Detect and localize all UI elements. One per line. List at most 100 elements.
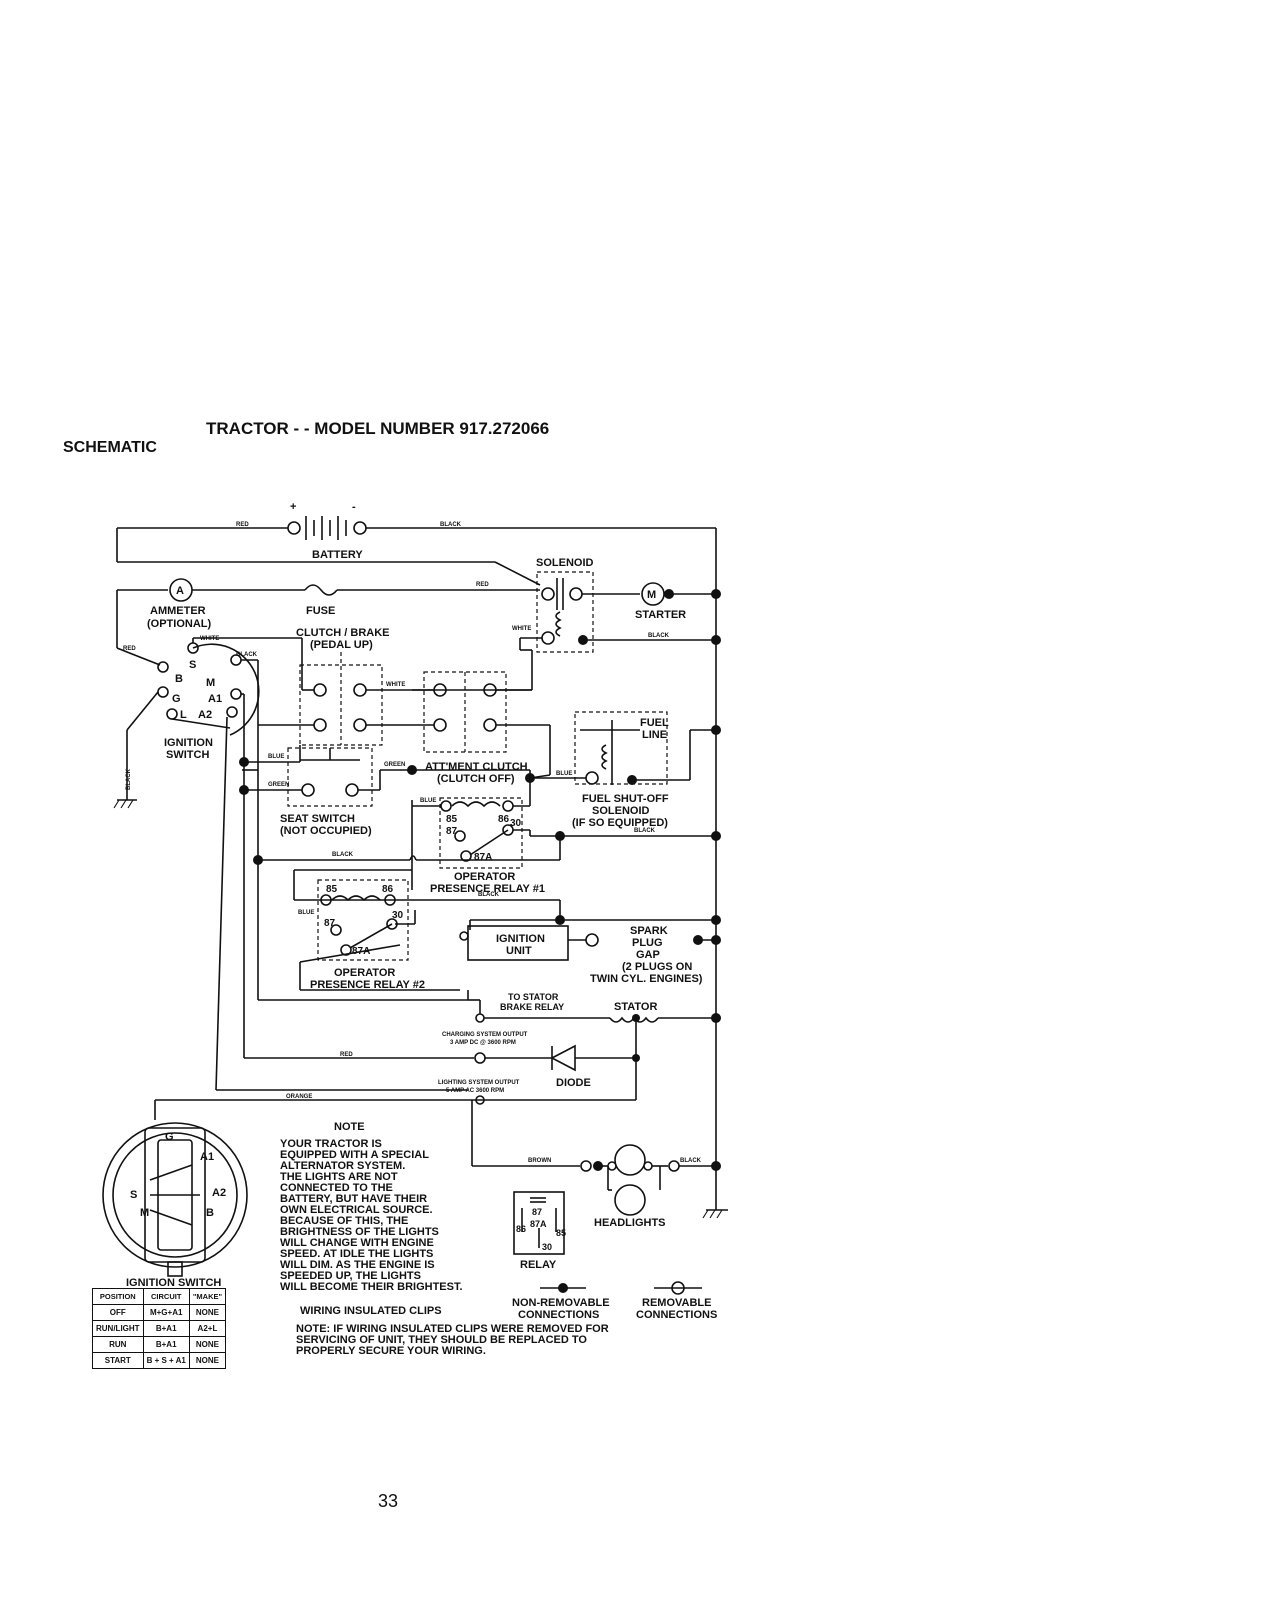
relay-label: RELAY <box>520 1259 557 1271</box>
wire-label-blue-fuel: BLUE <box>556 771 572 777</box>
table-header-row: POSITION CIRCUIT "MAKE" <box>92 1288 227 1305</box>
fuel-solenoid-label: FUEL SHUT-OFF <box>582 793 669 805</box>
headlights-label: HEADLIGHTS <box>594 1217 666 1229</box>
table-cell: RUN/LIGHT <box>92 1320 144 1337</box>
spark-plug-gap <box>585 933 599 947</box>
clutch-brake-label: CLUTCH / BRAKE <box>296 627 390 639</box>
attachment-clutch-switch <box>423 671 507 753</box>
table-cell: B+A1 <box>142 1320 190 1337</box>
note-line: CONNECTED TO THE <box>280 1182 393 1194</box>
terminal-g: G <box>172 693 181 705</box>
wire-label-red-solenoid: RED <box>476 582 489 588</box>
table-header: POSITION <box>92 1288 144 1305</box>
fuel-line-label: FUEL <box>640 717 669 729</box>
non-removable-label: NON-REMOVABLE <box>512 1297 610 1309</box>
charging-output-label-2: 3 AMP DC @ 3600 RPM <box>450 1040 516 1046</box>
table-header: CIRCUIT <box>142 1288 190 1305</box>
relay-pin-87: 87 <box>532 1207 542 1217</box>
note-line: THE LIGHTS ARE NOT <box>280 1171 398 1183</box>
ign-draw-s: S <box>130 1189 137 1201</box>
stator-label: STATOR <box>614 1001 657 1013</box>
ignition-switch-label: IGNITION <box>164 737 213 749</box>
table-row: RUN/LIGHT B+A1 A2+L <box>92 1320 227 1337</box>
ammeter-optional-label: (OPTIONAL) <box>147 618 211 630</box>
wire-label-green-seat: GREEN <box>268 782 289 788</box>
relay1-label-2: PRESENCE RELAY #1 <box>430 883 545 895</box>
spark-plug-label-5: TWIN CYL. ENGINES) <box>590 973 703 985</box>
note-line: YOUR TRACTOR IS <box>280 1138 382 1150</box>
ign-draw-g: G <box>165 1131 174 1143</box>
relay1-pin-30: 30 <box>510 818 522 829</box>
relay-pin-87a: 87A <box>530 1219 547 1229</box>
spark-plug-label-3: GAP <box>636 949 660 961</box>
diode <box>550 1044 576 1072</box>
spark-plug-label-4: (2 PLUGS ON <box>622 961 692 973</box>
wiring-clips-heading: WIRING INSULATED CLIPS <box>300 1305 442 1317</box>
to-stator-label-2: BRAKE RELAY <box>500 1002 564 1012</box>
table-cell: START <box>92 1352 144 1369</box>
terminal-b: B <box>175 673 183 685</box>
starter-symbol: M <box>647 589 656 601</box>
wire-label-white-clutch: WHITE <box>386 682 405 688</box>
wire-label-red-diode: RED <box>340 1052 353 1058</box>
spark-plug-label-2: PLUG <box>632 937 663 949</box>
table-cell: NONE <box>188 1352 227 1369</box>
table-cell: RUN <box>92 1336 144 1353</box>
table-cell: A2+L <box>188 1320 227 1337</box>
ignition-switch-label-2: SWITCH <box>166 749 209 761</box>
terminal-l: L <box>180 709 187 721</box>
page-number: 33 <box>378 1491 398 1511</box>
table-header: "MAKE" <box>188 1288 227 1305</box>
ignition-switch-drawing <box>102 1122 248 1277</box>
relay-pin-30: 30 <box>542 1242 552 1252</box>
table-cell: M+G+A1 <box>142 1304 190 1321</box>
relay2-pin-87: 87 <box>324 918 336 929</box>
terminal-m: M <box>206 677 215 689</box>
schematic-title: TRACTOR - - MODEL NUMBER 917.272066 <box>206 419 549 438</box>
fuel-line-label-2: LINE <box>642 729 667 741</box>
wire-label-red-ignition: RED <box>123 646 136 652</box>
wire-label-orange: ORANGE <box>286 1094 312 1100</box>
terminal-a1: A1 <box>208 693 222 705</box>
relay2-pin-85: 85 <box>326 884 338 895</box>
non-removable-connection-symbol <box>558 1283 568 1293</box>
clips-note-line: NOTE: IF WIRING INSULATED CLIPS WERE REM… <box>296 1323 609 1335</box>
to-stator-label: TO STATOR <box>508 992 559 1002</box>
attachment-clutch-off-label: (CLUTCH OFF) <box>437 773 515 785</box>
plus-sign: + <box>290 501 296 513</box>
clips-note-line: PROPERLY SECURE YOUR WIRING. <box>296 1345 486 1357</box>
wire-label-black-ground: BLACK <box>126 768 132 790</box>
diode-label: DIODE <box>556 1077 591 1089</box>
starter-label: STARTER <box>635 609 686 621</box>
ignition-unit <box>467 925 569 961</box>
note-title: NOTE <box>334 1121 365 1133</box>
table-cell: OFF <box>92 1304 144 1321</box>
ammeter-label: AMMETER <box>150 605 206 617</box>
clips-note-line: SERVICING OF UNIT, THEY SHOULD BE REPLAC… <box>296 1334 587 1346</box>
note-line: EQUIPPED WITH A SPECIAL <box>280 1149 429 1161</box>
clutch-brake-switch <box>299 652 383 746</box>
ignition-switch-caption: IGNITION SWITCH <box>126 1277 221 1289</box>
wire-label-blue-relay2: BLUE <box>298 910 314 916</box>
solenoid <box>536 571 594 653</box>
table-cell: NONE <box>188 1336 227 1353</box>
note-line: SPEEDED UP, THE LIGHTS <box>280 1270 421 1282</box>
spark-plug-label: SPARK <box>630 925 668 937</box>
wire-label-blue-clutch: BLUE <box>268 754 284 760</box>
table-row: RUN B+A1 NONE <box>92 1336 227 1353</box>
removable-label-2: CONNECTIONS <box>636 1309 717 1321</box>
relay-pin-85: 85 <box>556 1228 566 1238</box>
note-line: SPEED. AT IDLE THE LIGHTS <box>280 1248 433 1260</box>
table-cell: NONE <box>188 1304 227 1321</box>
fuel-solenoid-label-3: (IF SO EQUIPPED) <box>572 817 668 829</box>
relay2-label-2: PRESENCE RELAY #2 <box>310 979 425 991</box>
battery-label: BATTERY <box>312 549 363 561</box>
section-label: SCHEMATIC <box>63 439 157 456</box>
table-row: START B + S + A1 NONE <box>92 1352 227 1369</box>
wire-label-black-headlight: BLACK <box>680 1158 702 1164</box>
ammeter-symbol: A <box>176 585 184 597</box>
ign-draw-a1: A1 <box>200 1151 214 1163</box>
relay1-label: OPERATOR <box>454 871 515 883</box>
wire-label-black-relay1: BLACK <box>634 828 656 834</box>
